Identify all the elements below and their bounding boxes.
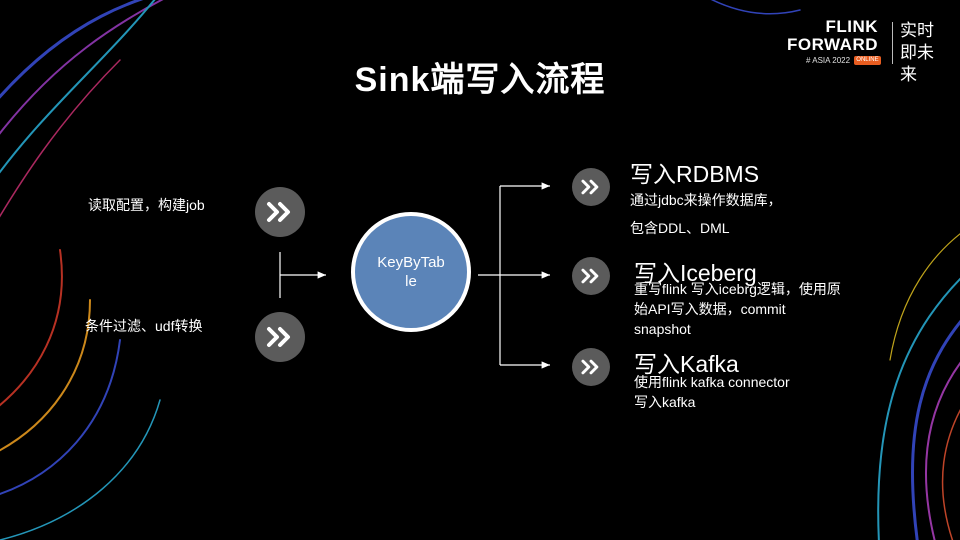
output-desc-line: 包含DDL、DML [630,220,730,236]
output-desc-line: 使用flink kafka connector [634,374,790,390]
output-desc-line: 写入kafka [634,394,696,410]
chevron-double-right-icon [255,312,305,362]
logo-slogan: 实时即未来 [900,21,934,85]
logo-event-text: # ASIA 2022 [806,56,851,65]
output-desc-iceberg: 重写flink 写入icebrg逻辑，使用原 始API写入数据，commit s… [634,279,884,339]
logo-badge: ONLINE [854,56,881,66]
chevron-double-right-icon [255,187,305,237]
output-heading-kafka: 写入Kafka [634,351,739,377]
output-desc-line: snapshot [634,321,691,337]
logo-event: # ASIA 2022 ONLINE [806,56,881,66]
output-heading-rdbms: 写入RDBMS [630,161,760,187]
logo-divider [892,22,893,64]
chevron-double-right-icon [572,168,610,206]
keyby-table-label: KeyByTable [377,254,445,290]
chevron-double-right-icon [572,348,610,386]
chevron-double-right-icon [572,257,610,295]
output-heading-iceberg: 写入Iceberg [634,260,757,286]
output-desc-line: 通过jdbc来操作数据库， [630,192,782,208]
output-desc-kafka: 使用flink kafka connector 写入kafka [634,372,884,412]
input-label-filter: 条件过滤、udf转换 [85,318,203,334]
output-desc-rdbms: 通过jdbc来操作数据库， 包含DDL、DML [630,190,880,238]
logo-line1: FLINK [825,17,878,36]
input-label-config: 读取配置，构建job [88,197,205,213]
logo-line2: FORWARD [786,35,878,54]
output-desc-line: 重写flink 写入icebrg逻辑，使用原 [634,281,841,297]
flink-forward-logo: FLINK FORWARD # ASIA 2022 ONLINE 实时即未来 [772,17,952,86]
keyby-table-node: KeyByTable [351,212,471,332]
page-title: Sink端写入流程 [354,61,606,99]
output-desc-line: 始API写入数据，commit [634,301,786,317]
